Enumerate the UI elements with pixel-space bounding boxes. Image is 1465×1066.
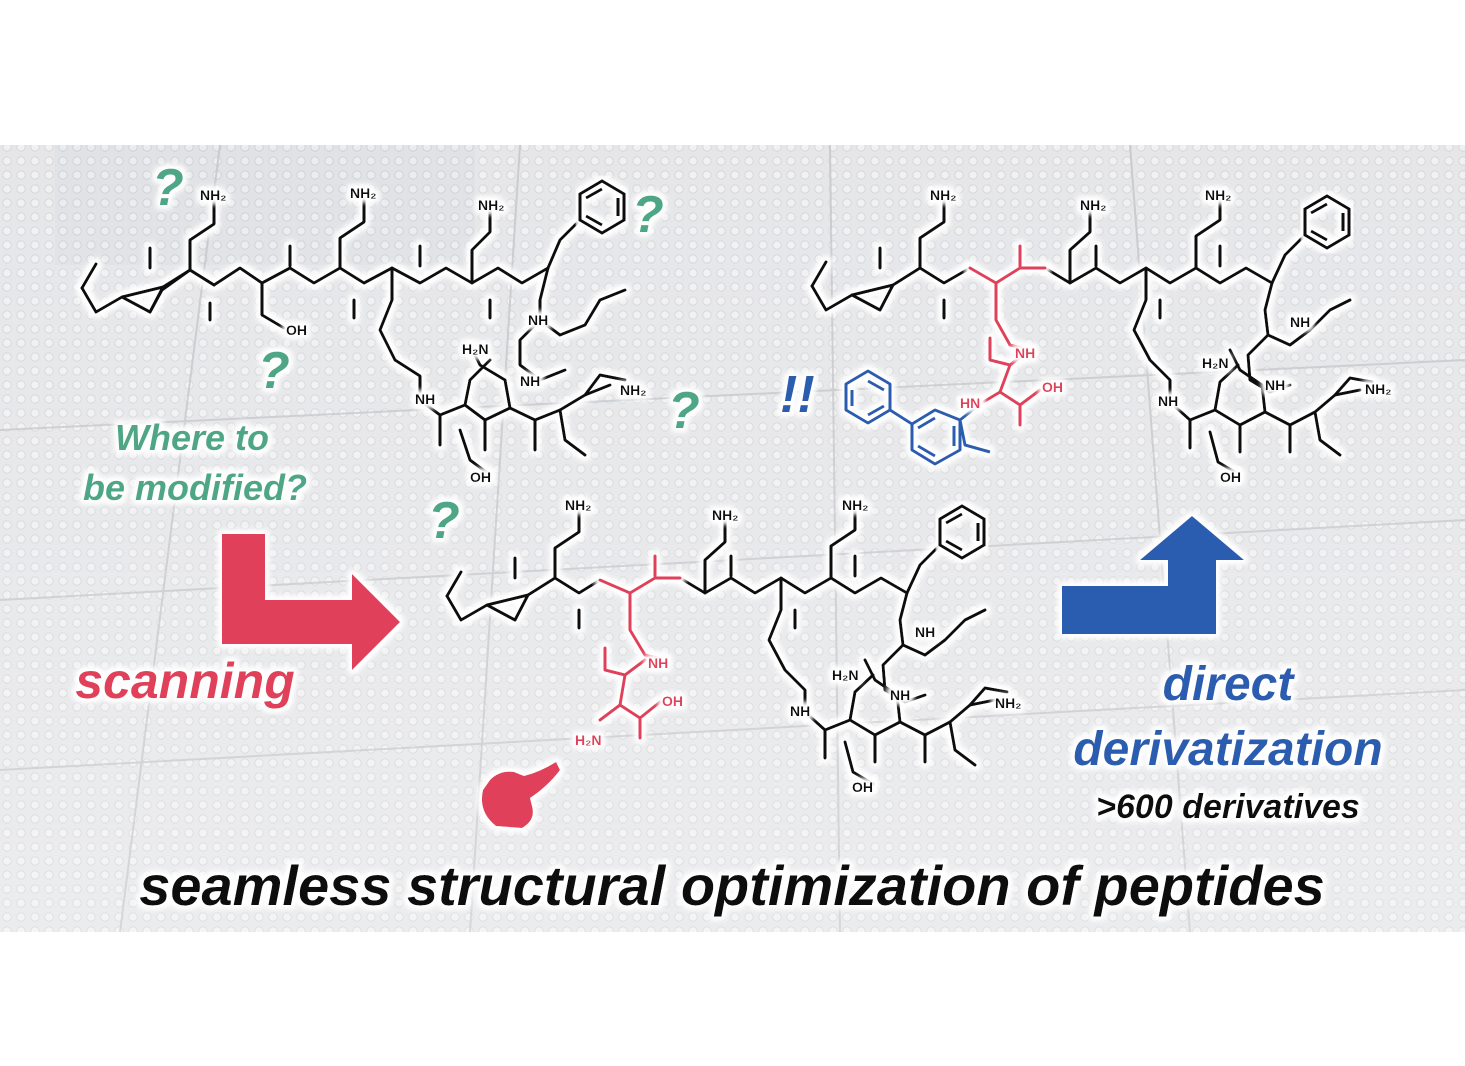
peptide-structure-derivatized bbox=[810, 196, 1374, 476]
atom-h2n: H₂N bbox=[575, 732, 601, 748]
peptide-structure-scanned bbox=[445, 506, 1009, 786]
atom-nh2: NH₂ bbox=[350, 185, 376, 201]
atom-nh: NH bbox=[790, 703, 810, 719]
where-line-1: Where to bbox=[115, 417, 269, 458]
atom-nh: NH bbox=[648, 655, 668, 671]
atom-labels-mol3: NH₂ NH₂ NH₂ NH H₂N OH H₂N NH₂ OH NH NH N… bbox=[565, 497, 1021, 795]
question-mark: ? bbox=[258, 342, 290, 400]
atom-nh2: NH₂ bbox=[930, 187, 956, 203]
atom-nh: NH bbox=[890, 687, 910, 703]
where-line-2: be modified? bbox=[83, 467, 307, 508]
atom-oh: OH bbox=[286, 322, 307, 338]
question-mark: ? bbox=[668, 382, 700, 440]
question-mark: ? bbox=[632, 186, 664, 244]
derivatization-word: derivatization bbox=[1073, 723, 1382, 776]
atom-nh2: NH₂ bbox=[200, 187, 226, 203]
atom-nh2: NH₂ bbox=[478, 197, 504, 213]
atom-nh2: NH₂ bbox=[1080, 197, 1106, 213]
phenyl-ring-2 bbox=[1303, 194, 1351, 250]
scanning-label: scanning bbox=[75, 653, 294, 709]
atom-labels-mol1: NH₂ NH₂ NH₂ OH H₂N NH₂ OH NH NH NH bbox=[200, 185, 646, 485]
arrow-derivatize-icon bbox=[1062, 516, 1244, 634]
atom-h2n: H₂N bbox=[462, 341, 488, 357]
atom-nh2: NH₂ bbox=[1205, 187, 1231, 203]
derivatives-count: >600 derivatives bbox=[1096, 788, 1360, 826]
atom-h2n: H₂N bbox=[1202, 355, 1228, 371]
atom-nh2: NH₂ bbox=[995, 695, 1021, 711]
atom-oh: OH bbox=[470, 469, 491, 485]
atom-nh2: NH₂ bbox=[712, 507, 738, 523]
question-mark: ? bbox=[428, 492, 460, 550]
derivatization-label: direct derivatization >600 derivatives bbox=[1073, 658, 1382, 826]
phenyl-ring-1 bbox=[578, 179, 626, 235]
direct-label: direct bbox=[1163, 658, 1296, 711]
atom-oh: OH bbox=[1042, 379, 1063, 395]
atom-nh2: NH₂ bbox=[620, 382, 646, 398]
atom-hn: HN bbox=[960, 395, 980, 411]
atom-nh2: NH₂ bbox=[565, 497, 591, 513]
atom-nh: NH bbox=[915, 624, 935, 640]
atom-nh2: NH₂ bbox=[1365, 381, 1391, 397]
biphenyl-group bbox=[844, 369, 991, 466]
inserted-residue-mol3 bbox=[598, 554, 682, 740]
atom-oh: OH bbox=[662, 693, 683, 709]
peptide-structure-original bbox=[80, 196, 627, 477]
pointing-hand-icon bbox=[481, 762, 560, 828]
atom-nh: NH bbox=[415, 391, 435, 407]
question-mark: ? bbox=[152, 159, 184, 217]
atom-nh2: NH₂ bbox=[842, 497, 868, 513]
inserted-residue-mol2 bbox=[968, 244, 1047, 427]
phenyl-ring-3 bbox=[938, 504, 986, 560]
atom-nh: NH bbox=[1290, 314, 1310, 330]
atom-nh: NH bbox=[1015, 345, 1035, 361]
atom-nh: NH bbox=[528, 312, 548, 328]
arrow-scan-icon bbox=[222, 534, 400, 670]
atom-oh: OH bbox=[1220, 469, 1241, 485]
footer-caption: seamless structural optimization of pept… bbox=[139, 854, 1325, 917]
atom-nh: NH bbox=[520, 373, 540, 389]
atom-nh: NH bbox=[1265, 377, 1285, 393]
question-marks: ? ? ? ? ? bbox=[152, 159, 700, 550]
atom-h2n: H₂N bbox=[832, 667, 858, 683]
atom-nh: NH bbox=[1158, 393, 1178, 409]
atom-labels-mol2: NH₂ NH₂ NH₂ NH HN OH H₂N NH₂ OH NH NH NH bbox=[930, 187, 1391, 485]
exclamation-mark: !! bbox=[780, 366, 815, 424]
question-label: Where to be modified? bbox=[83, 417, 307, 508]
atom-oh: OH bbox=[852, 779, 873, 795]
